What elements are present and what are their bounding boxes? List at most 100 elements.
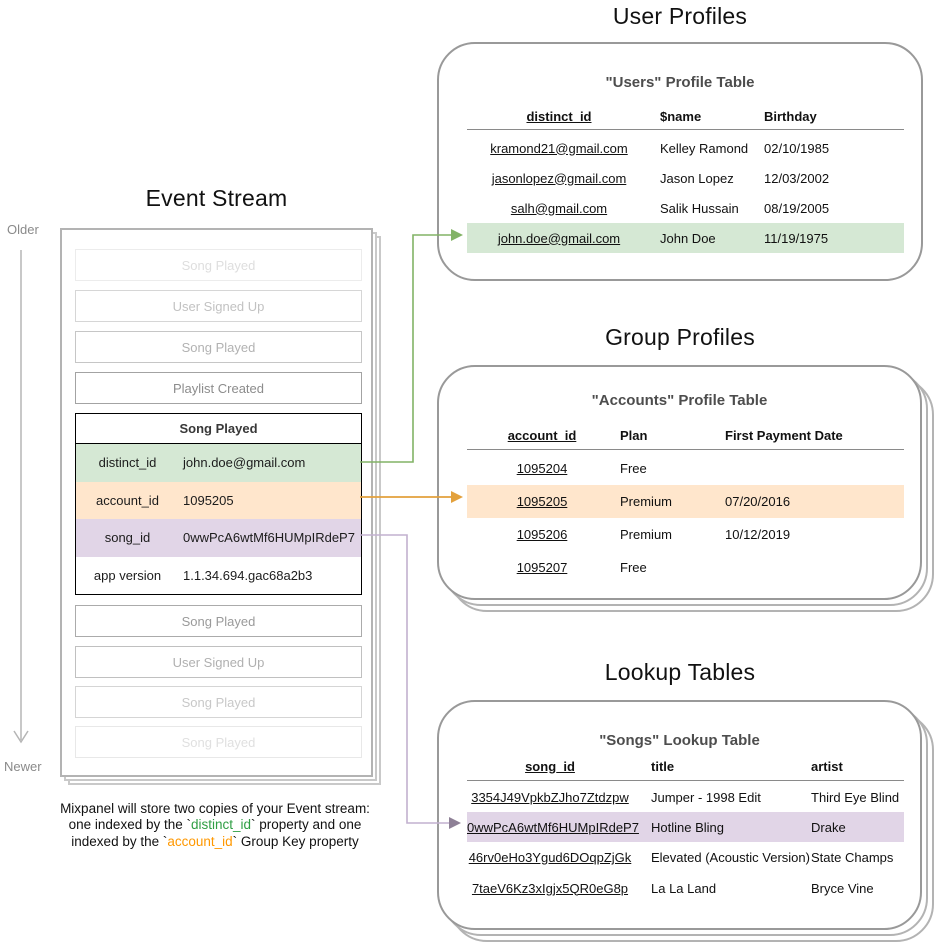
event-box: Song Played <box>75 605 362 637</box>
songs-lookup-card: "Songs" Lookup Table song_id title artis… <box>437 700 922 930</box>
event-property-row-account-id: account_id 1095205 <box>76 481 361 519</box>
event-stream-title: Event Stream <box>145 185 288 211</box>
accounts-table: account_id Plan First Payment Date 10952… <box>467 421 904 584</box>
caption-text: ` property and one <box>251 817 362 833</box>
caption-account-id-code: account_id <box>167 833 233 849</box>
cell-name: John Doe <box>660 230 716 246</box>
column-header: distinct_id <box>526 109 592 124</box>
cell-plan: Free <box>620 461 647 476</box>
table-row-highlighted-orange: 1095205 Premium 07/20/2016 <box>467 485 904 518</box>
event-box: Song Played <box>75 726 362 758</box>
songs-table-title: "Songs" Lookup Table <box>599 732 760 749</box>
caption-text: ` Group Key property <box>232 833 359 849</box>
songs-table: song_id title artist 3354J49VpkbZJho7Ztd… <box>467 752 904 903</box>
cell-song-id: 3354J49VpkbZJho7Ztdzpw <box>471 789 629 805</box>
users-table-title: "Users" Profile Table <box>605 74 755 91</box>
event-box: User Signed Up <box>75 290 362 322</box>
cell-account-id: 1095205 <box>516 494 568 509</box>
table-header-row: distinct_id $name Birthday <box>467 104 904 130</box>
cell-first-payment: 10/12/2019 <box>725 527 791 542</box>
cell-artist: Drake <box>811 819 846 835</box>
timeline-older-label: Older <box>7 222 39 237</box>
property-value: john.doe@gmail.com <box>183 455 306 471</box>
accounts-profile-card: "Accounts" Profile Table account_id Plan… <box>437 365 922 600</box>
event-box: Song Played <box>75 686 362 718</box>
expanded-event-title: Song Played <box>76 414 361 444</box>
column-header: Birthday <box>764 109 817 124</box>
caption-text: indexed by the ` <box>71 833 168 849</box>
cell-distinct-id: kramond21@gmail.com <box>490 140 628 156</box>
table-row: 46rv0eHo3Ygud6DOqpZjGk Elevated (Acousti… <box>467 842 904 873</box>
caption-line-2: one indexed by the `distinct_id` propert… <box>30 817 400 833</box>
event-box: User Signed Up <box>75 646 362 678</box>
timeline-arrow <box>13 250 29 744</box>
event-property-row-distinct-id: distinct_id john.doe@gmail.com <box>76 444 361 482</box>
cell-song-id: 46rv0eHo3Ygud6DOqpZjGk <box>468 850 632 865</box>
column-header: artist <box>811 758 843 774</box>
event-property-row-app-version: app version 1.1.34.694.gac68a2b3 <box>76 557 361 595</box>
cell-birthday: 12/03/2002 <box>764 170 830 186</box>
caption-distinct-id-code: distinct_id <box>190 817 252 833</box>
property-key: app version <box>93 567 162 583</box>
caption-text: one indexed by the ` <box>68 817 191 833</box>
event-box: Playlist Created <box>75 372 362 404</box>
event-stream-panel: Song Played User Signed Up Song Played P… <box>60 228 373 777</box>
column-header: song_id <box>525 758 575 774</box>
accounts-table-title: "Accounts" Profile Table <box>591 392 768 409</box>
cell-song-id: 7taeV6Kz3xIgjx5QR0eG8p <box>471 880 629 896</box>
column-header: First Payment Date <box>725 427 843 443</box>
table-header-row: account_id Plan First Payment Date <box>467 421 904 450</box>
cell-name: Salik Hussain <box>660 200 739 216</box>
table-row-highlighted-purple: 0wwPcA6wtMf6HUMpIRdeP7 Hotline Bling Dra… <box>467 812 904 842</box>
event-box: Song Played <box>75 331 362 363</box>
cell-account-id: 1095207 <box>516 560 568 575</box>
timeline-newer-label: Newer <box>4 759 42 774</box>
cell-song-id: 0wwPcA6wtMf6HUMpIRdeP7 <box>467 819 639 835</box>
table-header-row: song_id title artist <box>467 752 904 781</box>
column-header: title <box>651 758 675 774</box>
table-row-highlighted-green: john.doe@gmail.com John Doe 11/19/1975 <box>467 223 904 253</box>
property-value: 1095205 <box>183 492 234 508</box>
table-row: 7taeV6Kz3xIgjx5QR0eG8p La La Land Bryce … <box>467 873 904 903</box>
group-profiles-title: Group Profiles <box>605 324 755 350</box>
property-key: account_id <box>96 492 159 508</box>
users-table: distinct_id $name Birthday kramond21@gma… <box>467 104 904 253</box>
caption-line-1: Mixpanel will store two copies of your E… <box>60 801 370 816</box>
cell-birthday: 08/19/2005 <box>764 200 830 216</box>
cell-account-id: 1095206 <box>516 527 568 542</box>
cell-account-id: 1095204 <box>516 461 568 476</box>
table-row: 3354J49VpkbZJho7Ztdzpw Jumper - 1998 Edi… <box>467 782 904 812</box>
property-key: distinct_id <box>98 455 157 471</box>
cell-title: Jumper - 1998 Edit <box>651 789 761 805</box>
property-value: 0wwPcA6wtMf6HUMpIRdeP7 <box>183 530 355 546</box>
column-header: account_id <box>507 427 577 443</box>
cell-artist: State Champs <box>811 850 894 865</box>
table-row: 1095207 Free <box>467 551 904 584</box>
table-row: 1095206 Premium 10/12/2019 <box>467 518 904 551</box>
column-header: Plan <box>620 427 648 443</box>
cell-distinct-id: john.doe@gmail.com <box>497 230 621 246</box>
cell-title: Hotline Bling <box>651 819 724 835</box>
cell-name: Kelley Ramond <box>660 140 749 156</box>
cell-first-payment: 07/20/2016 <box>725 494 791 509</box>
user-profiles-title: User Profiles <box>612 3 748 29</box>
cell-birthday: 11/19/1975 <box>764 230 829 246</box>
table-row: salh@gmail.com Salik Hussain 08/19/2005 <box>467 193 904 223</box>
cell-distinct-id: salh@gmail.com <box>510 200 608 216</box>
footnote-caption: Mixpanel will store two copies of your E… <box>30 801 400 850</box>
cell-title: Elevated (Acoustic Version) <box>651 850 810 865</box>
property-key: song_id <box>104 530 151 546</box>
caption-line-3: indexed by the `account_id` Group Key pr… <box>30 834 400 850</box>
cell-plan: Premium <box>620 527 673 542</box>
cell-name: Jason Lopez <box>660 170 734 186</box>
lookup-tables-title: Lookup Tables <box>604 659 756 685</box>
cell-artist: Bryce Vine <box>811 880 874 896</box>
property-value: 1.1.34.694.gac68a2b3 <box>183 567 313 583</box>
table-row: kramond21@gmail.com Kelley Ramond 02/10/… <box>467 133 904 163</box>
event-box: Song Played <box>75 249 362 281</box>
column-header: $name <box>660 109 702 124</box>
cell-birthday: 02/10/1985 <box>764 140 830 156</box>
users-profile-card: "Users" Profile Table distinct_id $name … <box>437 42 923 281</box>
cell-distinct-id: jasonlopez@gmail.com <box>491 170 627 186</box>
